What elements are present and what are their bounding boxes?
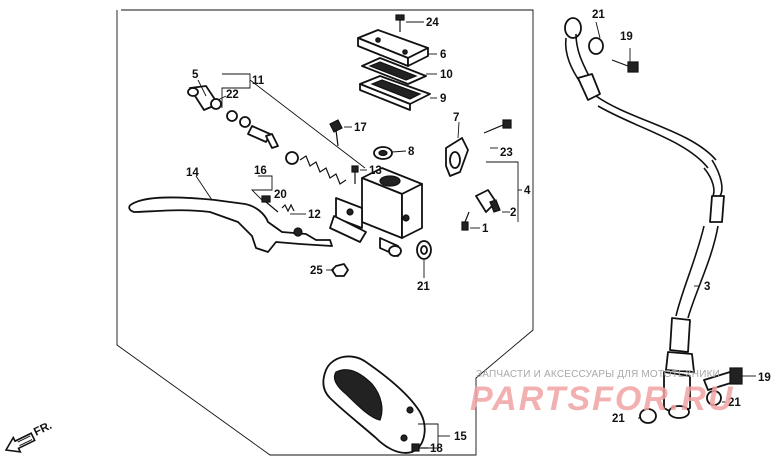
watermark-banner: ЗАПЧАСТИ И АКСЕССУАРЫ ДЛЯ МОТОТЕХНИКИ (476, 369, 721, 380)
reservoir-plate (361, 57, 427, 85)
washer-21-bottom-right (706, 390, 722, 406)
callout-1: 1 (482, 223, 489, 235)
watermark-logo: PARTSFOR.RU (470, 380, 735, 418)
washer-21-top (588, 37, 604, 55)
front-direction-label: FR. (32, 420, 54, 439)
group-frame-line (116, 9, 534, 456)
washer-21-center-hole (420, 245, 428, 255)
leader-lines (195, 21, 756, 449)
reservoir-cap (357, 29, 429, 67)
callout-8: 8 (408, 146, 415, 158)
callout-22: 22 (226, 89, 239, 101)
callout-21-bottom-left: 21 (612, 413, 625, 425)
callout-6: 6 (440, 49, 446, 61)
callout-16: 16 (254, 165, 267, 177)
callout-2: 2 (510, 207, 516, 219)
callout-25: 25 (310, 265, 323, 277)
callout-15: 15 (454, 431, 467, 443)
arrow-front-icon (4, 432, 36, 453)
callout-9: 9 (440, 93, 446, 105)
callout-24: 24 (426, 17, 439, 29)
brake-hose (564, 17, 725, 419)
handguard-cover (322, 355, 426, 454)
callout-3: 3 (704, 281, 710, 293)
stop-switch (461, 189, 501, 231)
callout-13: 13 (369, 165, 382, 177)
washer-21-bottom-left (639, 408, 657, 424)
boot-8-hole (378, 149, 388, 157)
master-cylinder-body (329, 167, 423, 257)
callout-21-center: 21 (417, 281, 430, 293)
callout-21-bottom-right: 21 (728, 397, 741, 409)
screw-18 (411, 443, 428, 452)
callout-12: 12 (308, 209, 321, 221)
reservoir-diaphragm (359, 75, 431, 111)
snap-ring-22 (210, 98, 222, 110)
callout-21-top: 21 (592, 9, 605, 21)
callout-20: 20 (274, 189, 287, 201)
pivot-bolt (261, 195, 295, 213)
callout-7: 7 (453, 112, 459, 124)
callout-19-top: 19 (620, 31, 633, 43)
callout-23: 23 (500, 147, 513, 159)
callout-5: 5 (192, 69, 199, 81)
callout-4: 4 (524, 185, 531, 197)
bolt-17 (329, 119, 343, 147)
bolt-23 (483, 119, 512, 134)
callout-19-bottom: 19 (758, 372, 771, 384)
callout-10: 10 (440, 69, 453, 81)
callout-17: 17 (354, 122, 367, 134)
nut-25 (331, 263, 349, 277)
callout-11: 11 (252, 75, 265, 87)
brake-lever (128, 196, 333, 253)
piston-kit (226, 110, 347, 185)
screw-24 (395, 14, 405, 32)
bolt-19-top (611, 59, 639, 73)
bolt-19-bottom (703, 367, 743, 391)
screw-13 (351, 165, 359, 184)
callout-14: 14 (186, 167, 199, 179)
callout-18: 18 (430, 443, 443, 455)
holder-bracket (445, 137, 469, 177)
